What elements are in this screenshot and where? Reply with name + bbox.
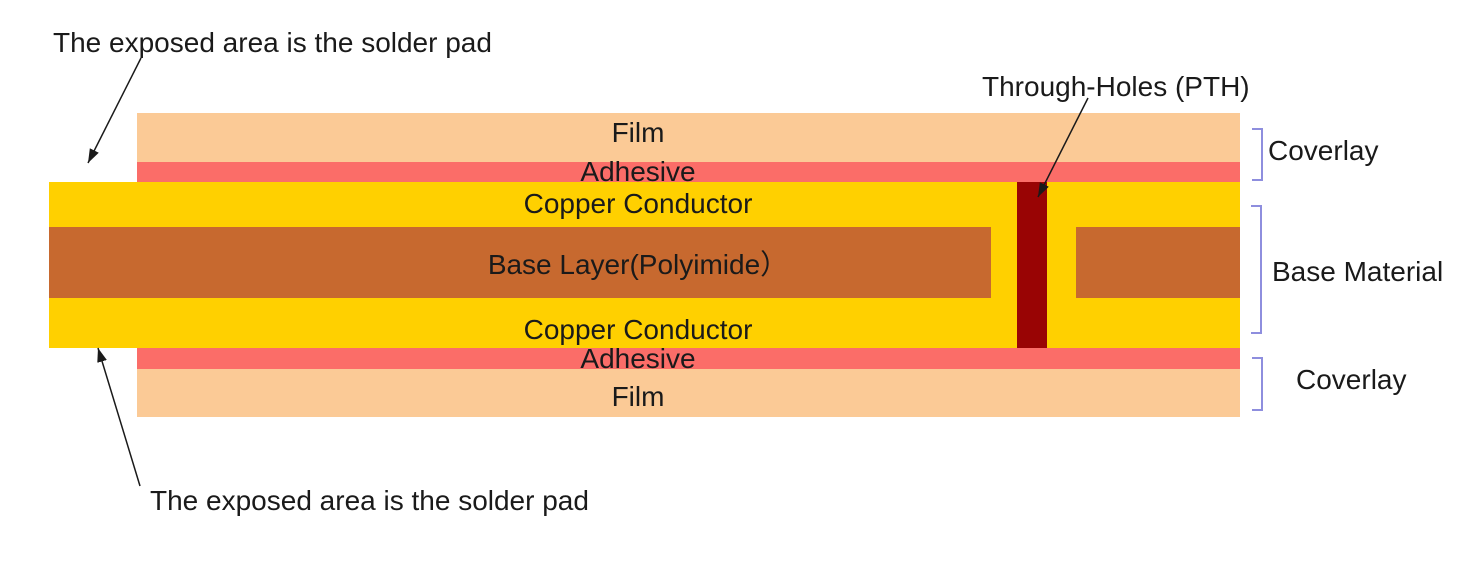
layer-label-copper-top: Copper Conductor bbox=[523, 188, 753, 219]
layer-adhesive-bottom-rect bbox=[137, 348, 1240, 369]
layer-label-base-polyimide: Base Layer(Polyimide） bbox=[487, 249, 789, 280]
bottom-solder-pad-note: The exposed area is the solder pad bbox=[150, 485, 589, 516]
top-solder-pad-note: The exposed area is the solder pad bbox=[53, 27, 492, 58]
coverlay-bottom-bracket bbox=[1252, 357, 1263, 411]
bottom-note-arrow bbox=[97, 347, 141, 487]
layer-base-polyimide-left-rect bbox=[49, 227, 991, 298]
layer-adhesive-top-rect bbox=[137, 162, 1240, 182]
base-material-label: Base Material bbox=[1272, 256, 1444, 287]
through-holes-label: Through-Holes (PTH) bbox=[982, 71, 1250, 102]
layer-label-adhesive-top: Adhesive bbox=[580, 156, 696, 187]
layer-label-film-top: Film bbox=[611, 117, 665, 148]
coverlay-bottom-label: Coverlay bbox=[1296, 364, 1407, 395]
layer-label-adhesive-bottom: Adhesive bbox=[580, 343, 696, 374]
coverlay-top-bracket bbox=[1252, 128, 1263, 181]
coverlay-top-label: Coverlay bbox=[1268, 135, 1379, 166]
top-note-arrow bbox=[87, 57, 142, 164]
base-material-bracket bbox=[1251, 205, 1262, 334]
plated-through-hole-rect bbox=[1017, 182, 1047, 348]
layer-label-film-bottom: Film bbox=[611, 381, 665, 412]
layer-base-polyimide-right-rect bbox=[1076, 227, 1240, 298]
layer-film-bottom-rect bbox=[137, 369, 1240, 417]
layer-label-copper-bottom: Copper Conductor bbox=[523, 314, 753, 345]
